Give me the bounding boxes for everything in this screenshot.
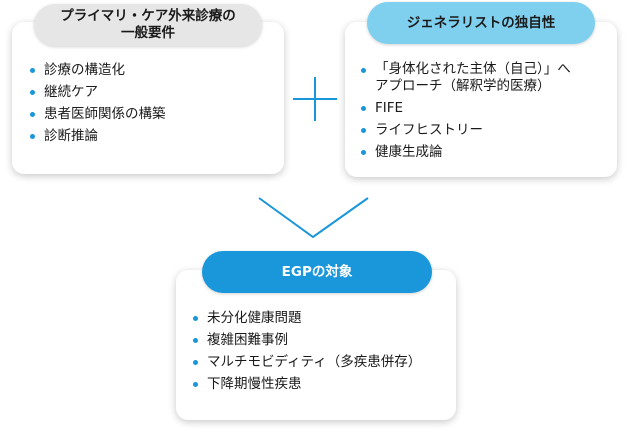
list-item: 未分化健康問題 <box>193 309 421 327</box>
left-card-list: 診療の構造化 継続ケア 患者医師関係の構築 診断推論 <box>30 61 166 149</box>
bullet-icon <box>30 68 35 73</box>
bottom-header-text: EGPの対象 <box>281 263 353 280</box>
list-item: ライフヒストリー <box>361 121 571 139</box>
bullet-icon <box>30 134 35 139</box>
left-header-line-1: プライマリ・ケア外来診療の <box>60 8 236 24</box>
list-item: 下降期慢性疾患 <box>193 375 421 393</box>
list-item: 診療の構造化 <box>30 61 166 79</box>
chevron-down-icon <box>258 197 369 239</box>
bullet-icon <box>193 338 198 343</box>
left-card-header: プライマリ・ケア外来診療の 一般要件 <box>34 4 262 46</box>
bullet-icon <box>361 150 366 155</box>
list-item: FIFE <box>361 99 571 117</box>
bullet-icon <box>30 90 35 95</box>
bullet-icon <box>361 68 366 73</box>
list-item: マルチモビディティ（多疾患併存） <box>193 353 421 371</box>
right-header-text: ジェネラリストの独自性 <box>406 14 556 31</box>
bottom-card <box>176 270 456 420</box>
list-item: 健康生成論 <box>361 143 571 161</box>
plus-icon <box>293 77 337 121</box>
list-item: 患者医師関係の構築 <box>30 105 166 123</box>
bullet-icon <box>193 316 198 321</box>
list-item: 診断推論 <box>30 127 166 145</box>
right-card-header: ジェネラリストの独自性 <box>367 2 595 44</box>
list-item: 複雑困難事例 <box>193 331 421 349</box>
bullet-icon <box>361 106 366 111</box>
right-card <box>345 22 617 177</box>
right-card-list: 「身体化された主体（自己）」へ アプローチ（解釈学的医療） FIFE ライフヒス… <box>361 61 571 165</box>
bullet-icon <box>361 128 366 133</box>
bottom-card-list: 未分化健康問題 複雑困難事例 マルチモビディティ（多疾患併存） 下降期慢性疾患 <box>193 309 421 397</box>
bullet-icon <box>193 360 198 365</box>
left-card <box>12 22 284 174</box>
list-item: 「身体化された主体（自己）」へ アプローチ（解釈学的医療） <box>361 61 571 95</box>
bullet-icon <box>30 112 35 117</box>
bottom-card-header: EGPの対象 <box>202 251 432 293</box>
bullet-icon <box>193 382 198 387</box>
left-header-line-2: 一般要件 <box>121 25 175 41</box>
list-item: 継続ケア <box>30 83 166 101</box>
